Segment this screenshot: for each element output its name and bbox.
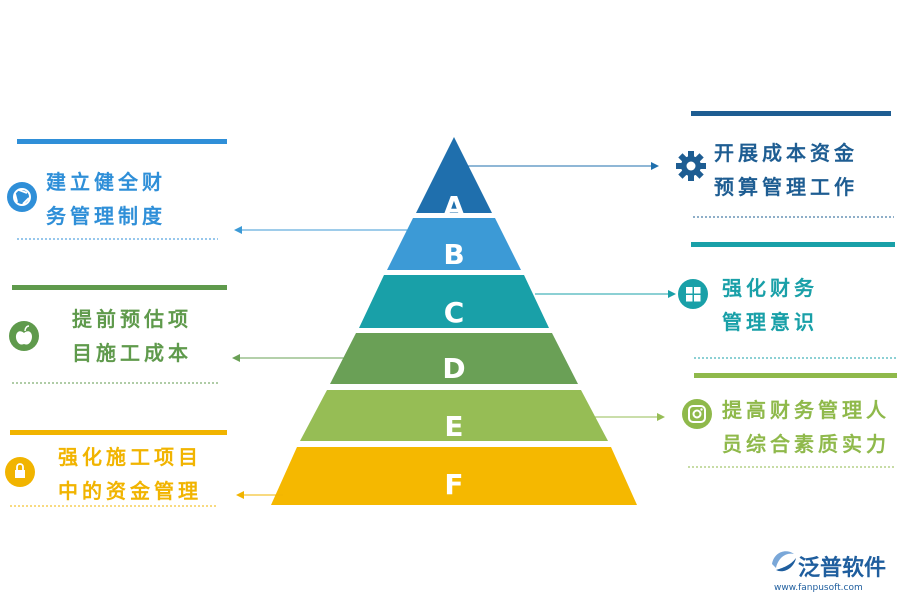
lock-icon (5, 457, 35, 487)
right-bar-2 (691, 242, 895, 247)
left-label-3-line2: 中的资金管理 (58, 479, 202, 503)
right-label-2-line1: 强化财务 (722, 276, 818, 300)
apple-icon (9, 321, 39, 351)
pyramid-level-b (387, 218, 521, 270)
windows-icon (678, 279, 708, 309)
right-label-1-line2: 预算管理工作 (714, 175, 858, 199)
pyramid-letter-a: A (443, 190, 465, 223)
pyramid-letter-f: F (444, 468, 463, 501)
left-bar-2 (12, 285, 227, 290)
pyramid-level-f (271, 447, 637, 505)
left-bar-3 (10, 430, 227, 435)
right-label-2-line2: 管理意识 (722, 310, 818, 334)
right-label-3-line1: 提高财务管理人 (722, 398, 890, 422)
left-label-1-line2: 务管理制度 (46, 204, 166, 228)
pyramid-level-d (330, 333, 578, 384)
right-label-1: 开展成本资金 预算管理工作 (714, 136, 858, 204)
brand-name: 泛普软件 (798, 555, 886, 581)
left-bar-1 (17, 139, 227, 144)
left-label-1-line1: 建立健全财 (46, 170, 166, 194)
pyramid-letter-e: E (444, 410, 463, 443)
pyramid-level-a (416, 137, 492, 213)
right-bar-1 (691, 111, 891, 116)
aperture-icon (7, 182, 37, 212)
brand-logo (772, 551, 796, 572)
left-label-1: 建立健全财 务管理制度 (46, 165, 166, 233)
pyramid-letter-b: B (443, 238, 464, 271)
pyramid-level-e (300, 390, 608, 441)
left-label-3-line1: 强化施工项目 (58, 445, 202, 469)
left-label-3: 强化施工项目 中的资金管理 (58, 440, 202, 508)
left-label-2: 提前预估项 目施工成本 (72, 302, 192, 370)
instagram-icon (682, 399, 712, 429)
left-label-2-line2: 目施工成本 (72, 341, 192, 365)
right-label-1-line1: 开展成本资金 (714, 141, 858, 165)
pyramid-letter-d: D (442, 352, 465, 385)
brand-url: www.fanpusoft.com (774, 583, 863, 593)
right-bar-3 (694, 373, 897, 378)
pyramid-level-c (359, 275, 549, 328)
pyramid-letter-c: C (444, 296, 465, 329)
right-label-3: 提高财务管理人 员综合素质实力 (722, 393, 890, 461)
gear-icon (676, 151, 706, 181)
left-label-2-line1: 提前预估项 (72, 307, 192, 331)
right-label-2: 强化财务 管理意识 (722, 271, 818, 339)
right-label-3-line2: 员综合素质实力 (722, 432, 890, 456)
